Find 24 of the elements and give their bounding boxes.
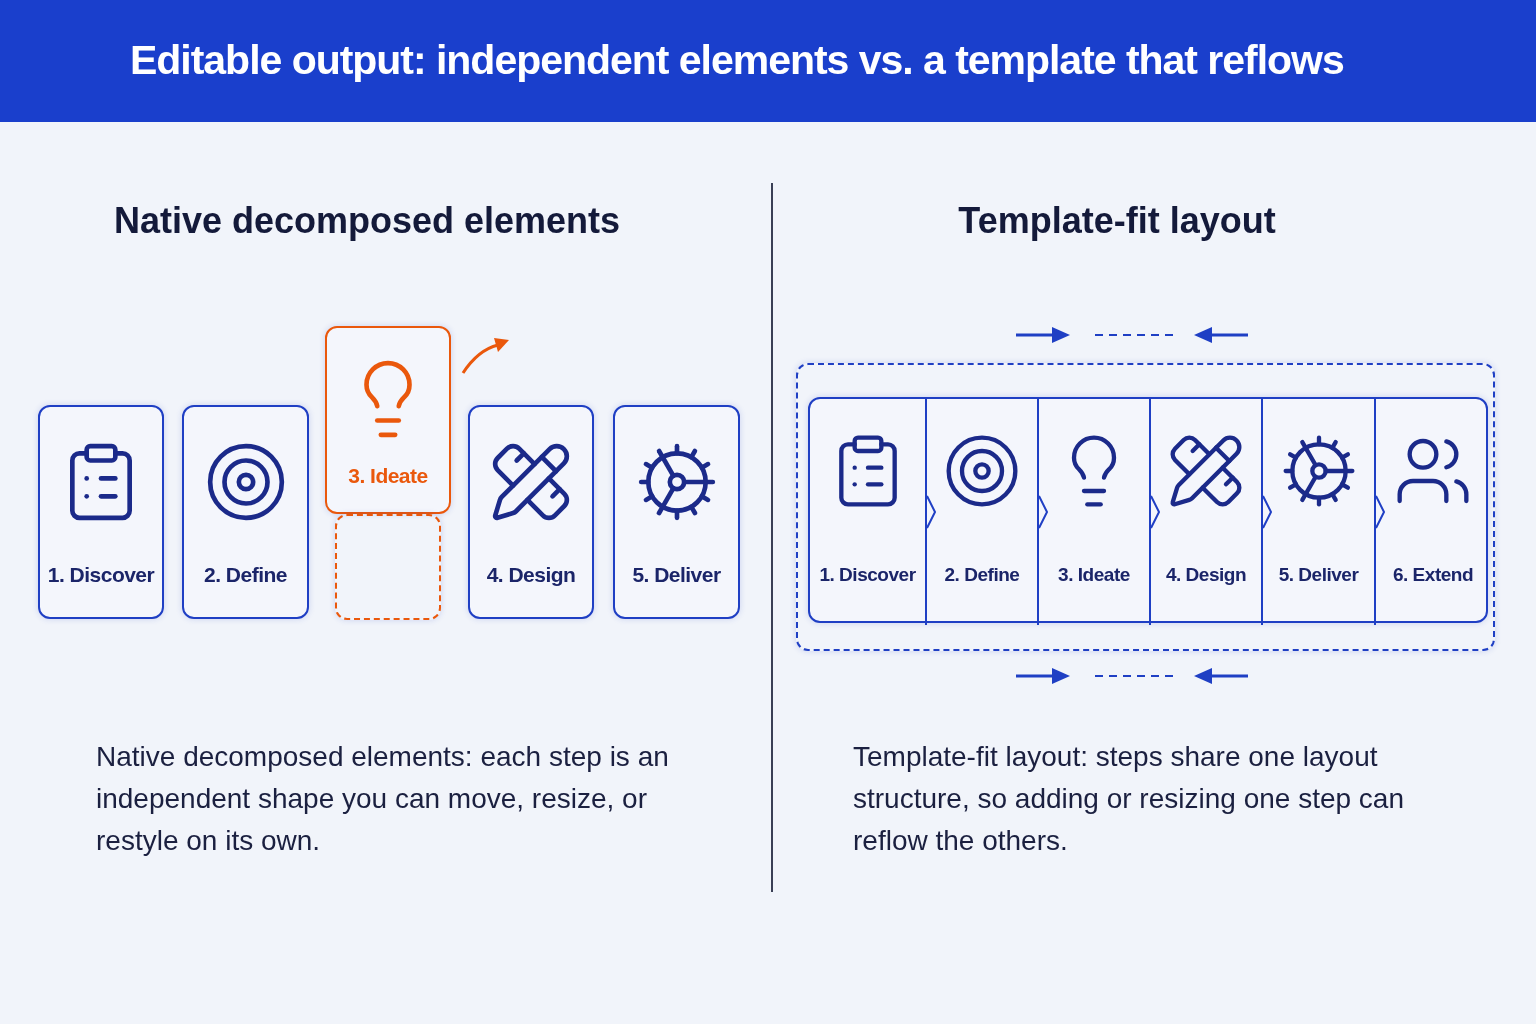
step-strip (808, 397, 1488, 623)
step-label: 2. Define (944, 563, 1020, 587)
step-label: 6. Extend (1392, 563, 1474, 587)
dashed-frame (796, 363, 1495, 651)
section-heading: Template-fit layout (957, 199, 1277, 243)
step-card (468, 405, 594, 619)
step-label: 3. Ideate (348, 463, 428, 489)
step-label: 1. Discover (819, 563, 916, 587)
step-label: 1. Discover (47, 562, 155, 588)
step-card (182, 405, 309, 619)
step-card (613, 405, 740, 619)
step-card (38, 405, 164, 619)
step-label: 4. Design (486, 562, 576, 588)
step-label: 4. Design (1165, 563, 1247, 587)
step-card (325, 326, 451, 514)
step-label: 2. Define (204, 562, 287, 588)
description: Native decomposed elements: each step is an independent shape you can move, resize, or restyle on its own. (96, 740, 670, 858)
title: Editable output: independent elements vs. a template that reflows (130, 36, 1344, 86)
description: Template-fit layout: steps share one layout structure, so adding or resizing one step can reflow the others. (853, 740, 1405, 858)
step-label: 5. Deliver (1278, 563, 1359, 587)
section-heading: Native decomposed elements (112, 199, 622, 243)
dashed-frame (335, 514, 441, 620)
step-label: 3. Ideate (1058, 563, 1130, 587)
step-label: 5. Deliver (632, 562, 721, 588)
